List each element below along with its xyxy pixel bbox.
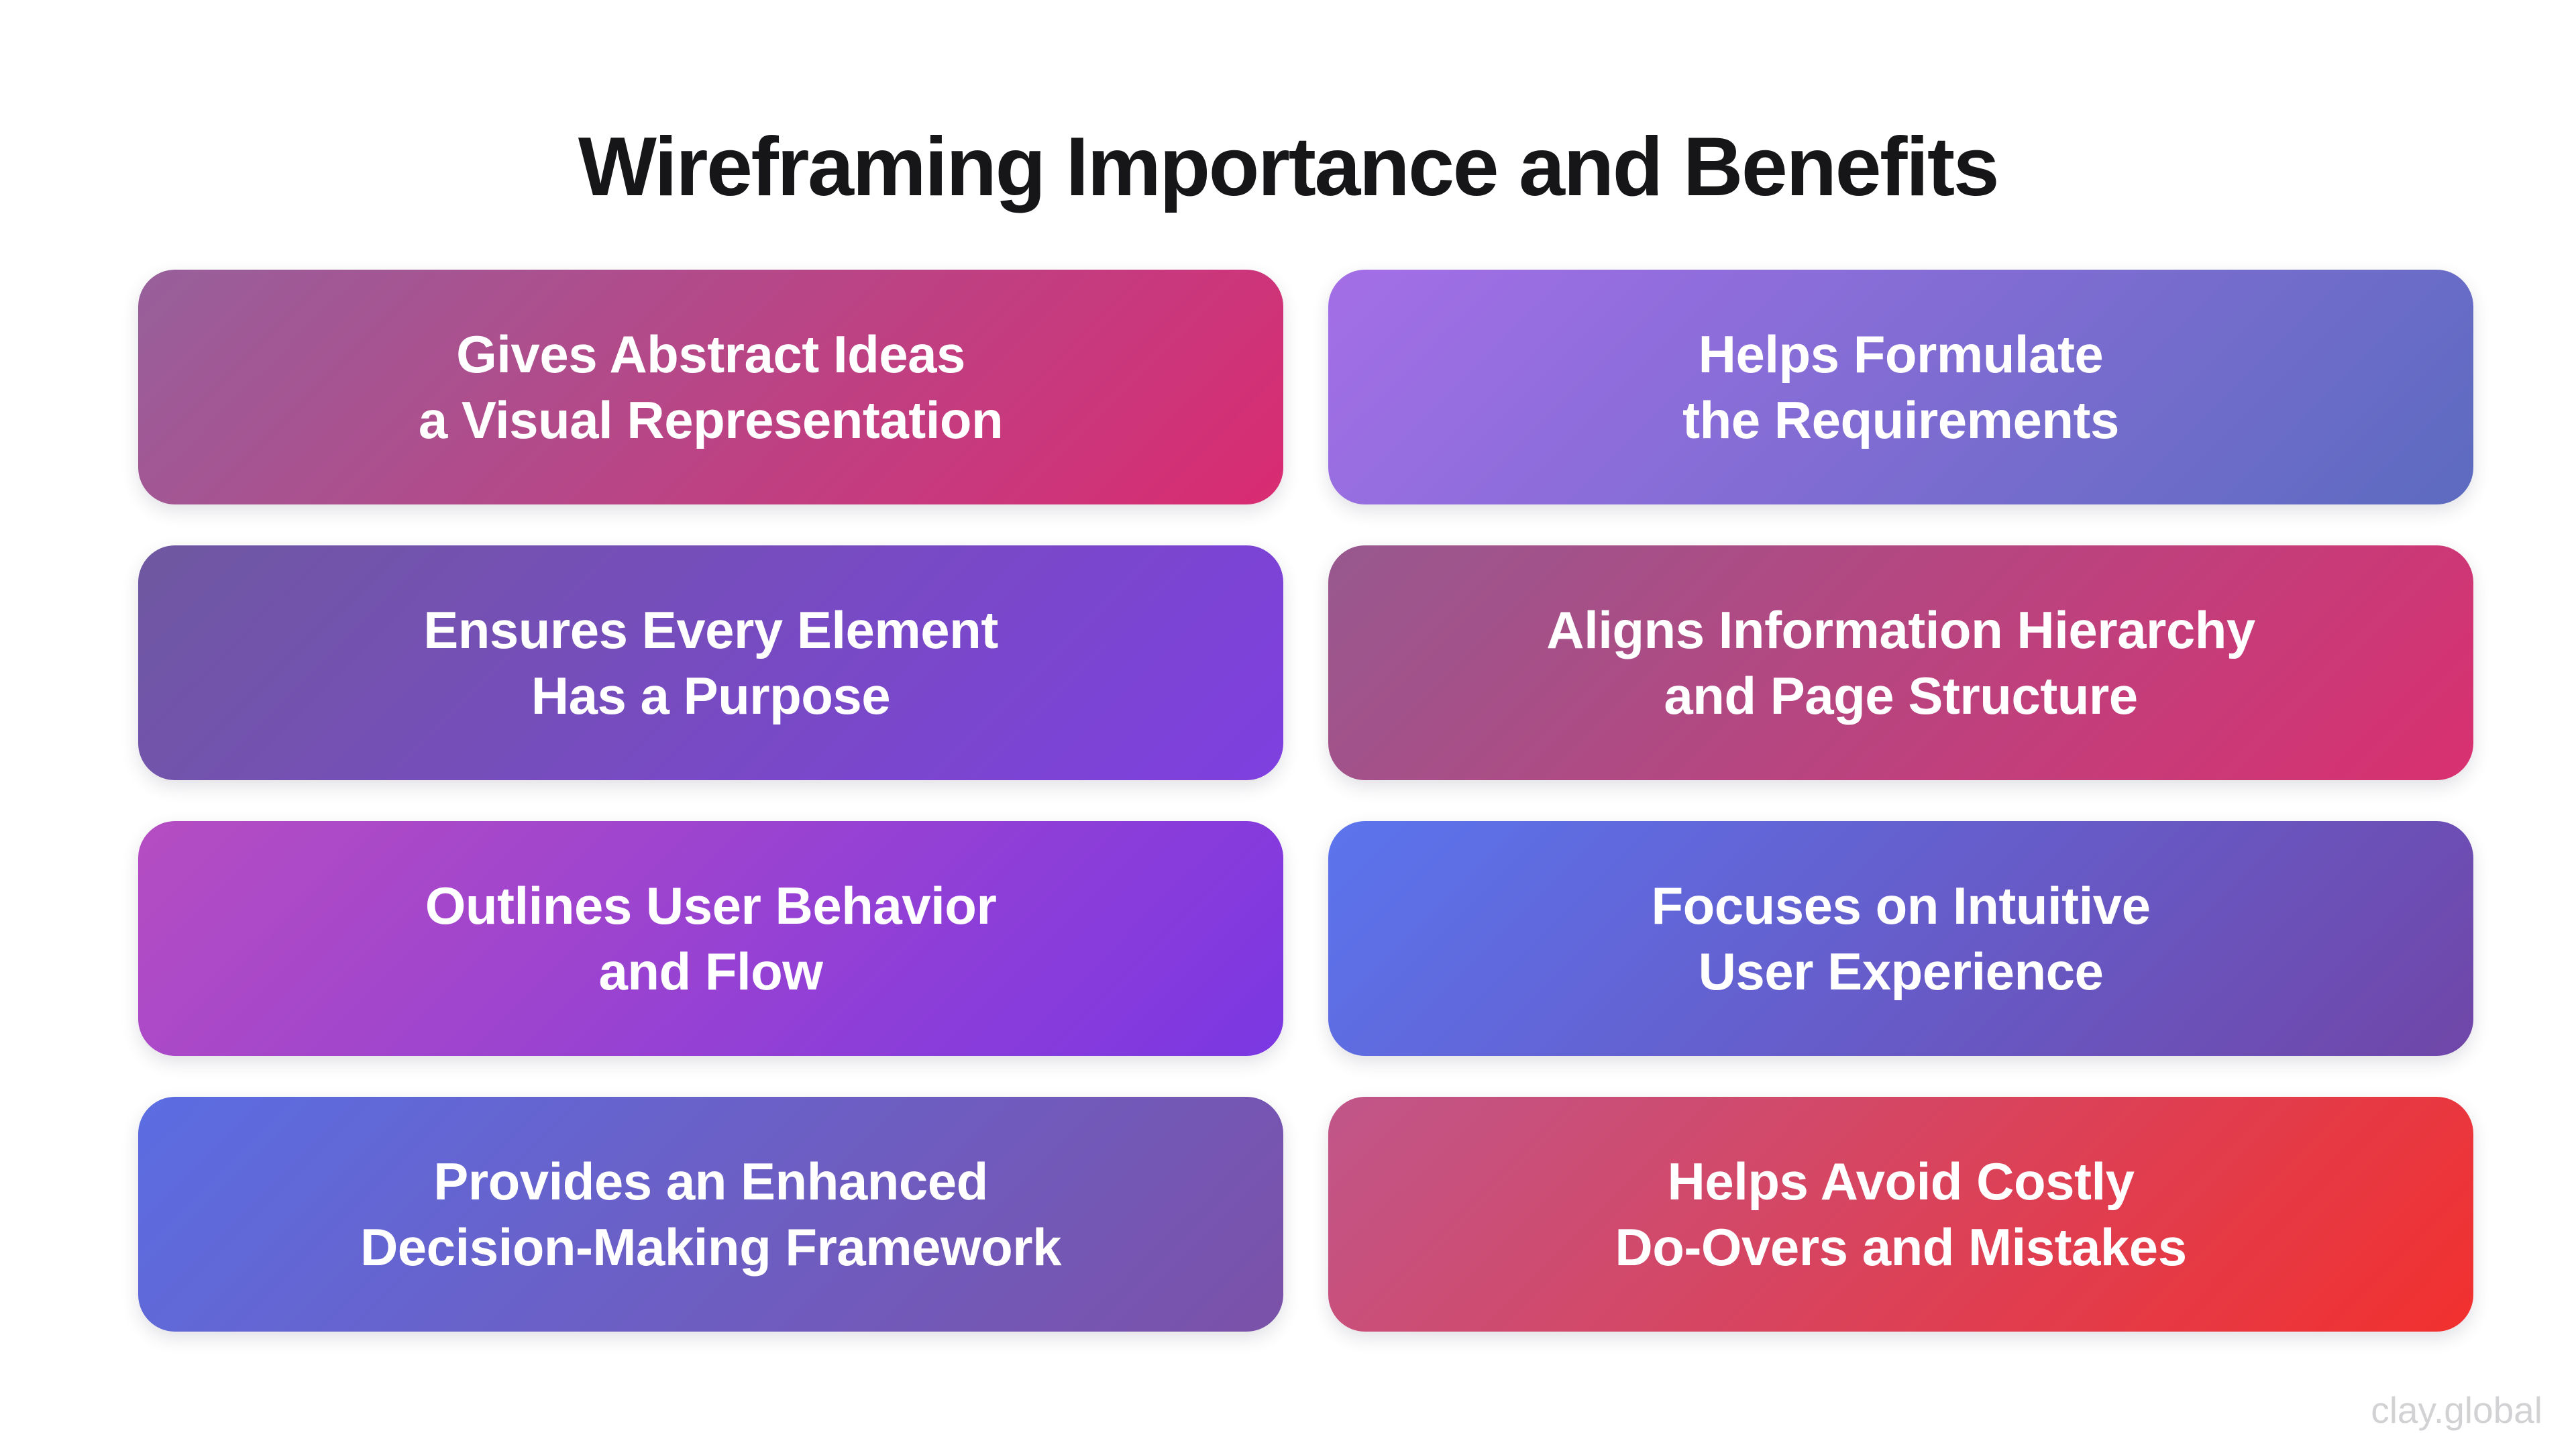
card-aligns-hierarchy: Aligns Information Hierarchy and Page St… xyxy=(1328,545,2473,780)
card-text-line: Provides an Enhanced xyxy=(433,1152,988,1211)
benefits-card-grid: Gives Abstract Ideas a Visual Representa… xyxy=(138,270,2473,1332)
card-element-purpose: Ensures Every Element Has a Purpose xyxy=(138,545,1283,780)
card-user-behavior-flow: Outlines User Behavior and Flow xyxy=(138,821,1283,1056)
card-avoid-mistakes: Helps Avoid Costly Do-Overs and Mistakes xyxy=(1328,1097,2473,1332)
card-visual-representation: Gives Abstract Ideas a Visual Representa… xyxy=(138,270,1283,504)
card-text-line: Do-Overs and Mistakes xyxy=(1615,1218,2187,1277)
card-text-line: the Requirements xyxy=(1682,390,2119,449)
card-decision-framework: Provides an Enhanced Decision-Making Fra… xyxy=(138,1097,1283,1332)
card-text-line: and Page Structure xyxy=(1664,666,2138,725)
card-text-line: Aligns Information Hierarchy xyxy=(1546,600,2255,659)
card-text-line: Focuses on Intuitive xyxy=(1651,876,2151,935)
card-text-line: a Visual Representation xyxy=(418,390,1004,449)
card-intuitive-ux: Focuses on Intuitive User Experience xyxy=(1328,821,2473,1056)
card-text-line: Decision-Making Framework xyxy=(360,1218,1062,1277)
card-text-line: Has a Purpose xyxy=(531,666,891,725)
card-text-line: Helps Formulate xyxy=(1698,325,2104,384)
card-text-line: Gives Abstract Ideas xyxy=(456,325,965,384)
clay-global-watermark: clay.global xyxy=(2371,1389,2542,1431)
card-text-line: User Experience xyxy=(1698,942,2104,1001)
card-text-line: and Flow xyxy=(598,942,823,1001)
card-text-line: Ensures Every Element xyxy=(423,600,998,659)
card-formulate-requirements: Helps Formulate the Requirements xyxy=(1328,270,2473,504)
card-text-line: Outlines User Behavior xyxy=(425,876,997,935)
card-text-line: Helps Avoid Costly xyxy=(1667,1152,2135,1211)
page-title: Wireframing Importance and Benefits xyxy=(578,121,2000,213)
